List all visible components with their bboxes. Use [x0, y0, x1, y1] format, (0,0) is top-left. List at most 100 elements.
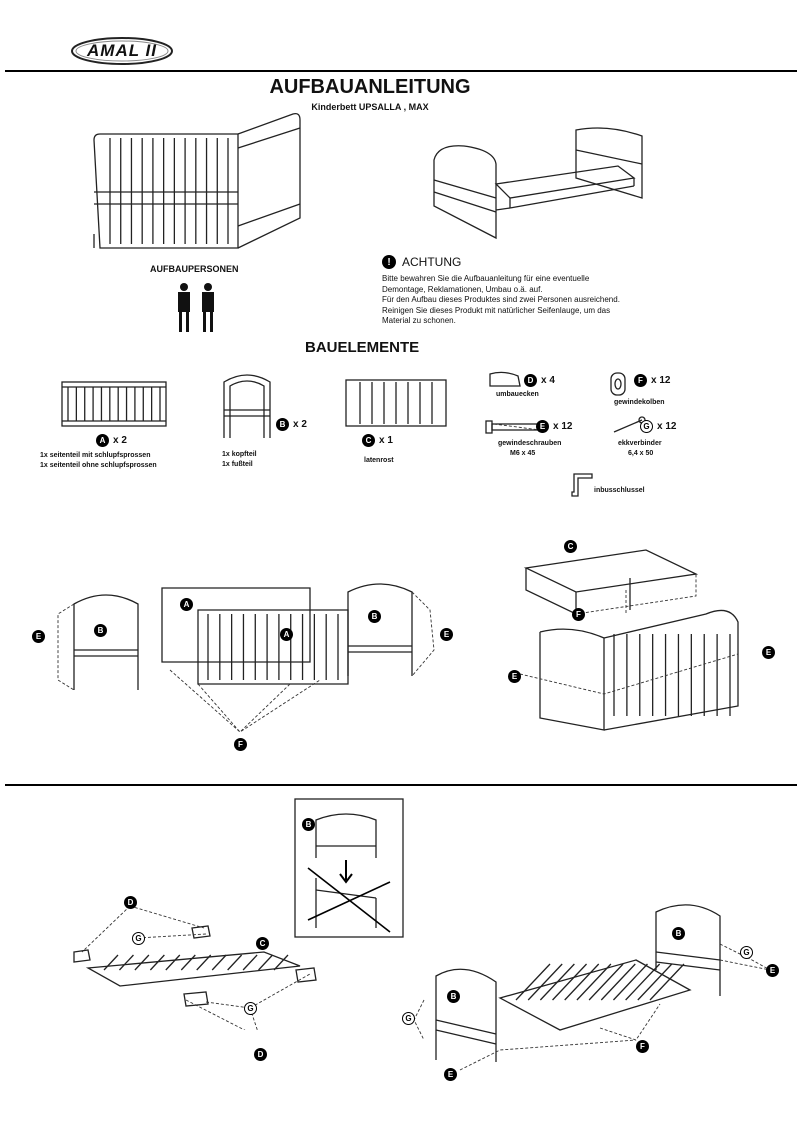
callout-d: D [254, 1048, 267, 1061]
part-d-label: D x 4 [524, 374, 555, 387]
allen-key-icon [571, 473, 593, 497]
slat [576, 963, 612, 1001]
assembly-step-3-drawing [73, 905, 317, 1030]
part-d-qty: x 4 [541, 375, 555, 386]
assembly-step-4-drawing [413, 904, 771, 1071]
callout-e: E [766, 964, 779, 977]
slat [134, 954, 150, 971]
part-g-badge: G [640, 420, 653, 433]
warning-line: Bitte bewahren Sie die Aufbauanleitung f… [382, 274, 590, 283]
slat [180, 954, 196, 971]
slat [211, 954, 227, 971]
part-e-desc2: M6 x 45 [510, 450, 536, 457]
callout-e: E [508, 670, 521, 683]
callout-d: D [124, 896, 137, 909]
slat [637, 963, 673, 1001]
part-a-desc1: 1x seitenteil mit schlupfsprossen [40, 452, 151, 459]
part-c-badge: C [362, 434, 375, 447]
part-f-desc1: gewindekolben [614, 399, 665, 406]
middle-divider [5, 784, 797, 786]
part-d-drawing [489, 371, 521, 387]
slat [588, 963, 624, 1001]
assembly-step-2-drawing [519, 549, 739, 731]
slat [515, 963, 551, 1001]
callout-b: B [94, 624, 107, 637]
part-a-label: A x 2 [96, 434, 127, 447]
slat [258, 954, 274, 971]
part-c-desc1: latenrost [364, 457, 394, 464]
callout-a: A [180, 598, 193, 611]
warning-text: Bitte bewahren Sie die Aufbauanleitung f… [382, 274, 702, 327]
callout-g: G [132, 932, 145, 945]
callout-b: B [447, 990, 460, 1003]
part-b-badge: B [276, 418, 289, 431]
part-g-desc2: 6,4 x 50 [628, 450, 654, 457]
slat [196, 954, 212, 971]
part-f-qty: x 12 [651, 375, 671, 386]
callout-e: E [444, 1068, 457, 1081]
callout-e: E [762, 646, 775, 659]
part-g-qty: x 12 [657, 421, 677, 432]
slat [600, 963, 636, 1001]
callout-f: F [234, 738, 247, 751]
slat [149, 954, 165, 971]
warning-line: Für den Aufbau dieses Produktes sind zwe… [382, 295, 620, 304]
part-c-label: C x 1 [362, 434, 393, 447]
slat [564, 963, 600, 1001]
brand-logo: AMAL II [70, 36, 174, 66]
part-c-qty: x 1 [379, 435, 393, 446]
warning-line: Reinigen Sie dieses Produkt mit natürlic… [382, 305, 611, 315]
junior-bed-illustration [433, 127, 643, 240]
part-e-desc1: gewindeschrauben [498, 440, 562, 447]
page-title: AUFBAUANLEITUNG [269, 76, 471, 98]
part-f-drawing [610, 372, 626, 396]
callout-f: F [636, 1040, 649, 1053]
callout-g: G [740, 946, 753, 959]
slat [527, 963, 563, 1001]
callout-b: B [672, 927, 685, 940]
top-divider [5, 70, 797, 72]
slat [552, 963, 588, 1001]
two-persons-icon [178, 283, 214, 332]
slat [539, 963, 575, 1001]
part-e-label: E x 12 [536, 420, 572, 433]
callout-c: C [256, 937, 269, 950]
warning-line: Material zu schonen. [382, 316, 456, 325]
slat [227, 954, 243, 971]
part-a-qty: x 2 [113, 435, 127, 446]
part-a-badge: A [96, 434, 109, 447]
callout-b: B [368, 610, 381, 623]
assembly-step-1-drawing [57, 583, 435, 733]
slat [649, 963, 685, 1001]
callout-g: G [244, 1002, 257, 1015]
allen-key-label: inbusschlussel [594, 487, 645, 494]
part-d-desc1: umbauecken [496, 391, 539, 398]
callout-c: C [564, 540, 577, 553]
slat [103, 954, 119, 971]
page-subtitle: Kinderbett UPSALLA , MAX [311, 102, 429, 112]
callout-b: B [302, 818, 315, 831]
part-g-desc1: ekkverbinder [618, 440, 662, 447]
crib-illustration [93, 112, 301, 249]
slat [165, 954, 181, 971]
slat [625, 963, 661, 1001]
slat [242, 954, 258, 971]
callout-g: G [402, 1012, 415, 1025]
logo-text: AMAL II [87, 41, 157, 60]
callout-f: F [572, 608, 585, 621]
part-b-qty: x 2 [293, 419, 307, 430]
part-f-badge: F [634, 374, 647, 387]
warning-heading: ACHTUNG [402, 255, 462, 269]
parts-heading: BAUELEMENTE [305, 339, 420, 356]
warning-line: Demontage, Reklamationen, Umbau o.ä. auf… [382, 284, 543, 294]
part-d-badge: D [524, 374, 537, 387]
part-a-drawing [61, 381, 167, 427]
callout-e: E [32, 630, 45, 643]
callout-e: E [440, 628, 453, 641]
part-b-desc2: 1x fußteil [222, 461, 253, 468]
part-c-drawing [345, 379, 447, 427]
part-b-desc1: 1x kopfteil [222, 451, 257, 458]
slat [273, 954, 289, 971]
part-g-label: G x 12 [640, 420, 676, 433]
part-e-qty: x 12 [553, 421, 573, 432]
